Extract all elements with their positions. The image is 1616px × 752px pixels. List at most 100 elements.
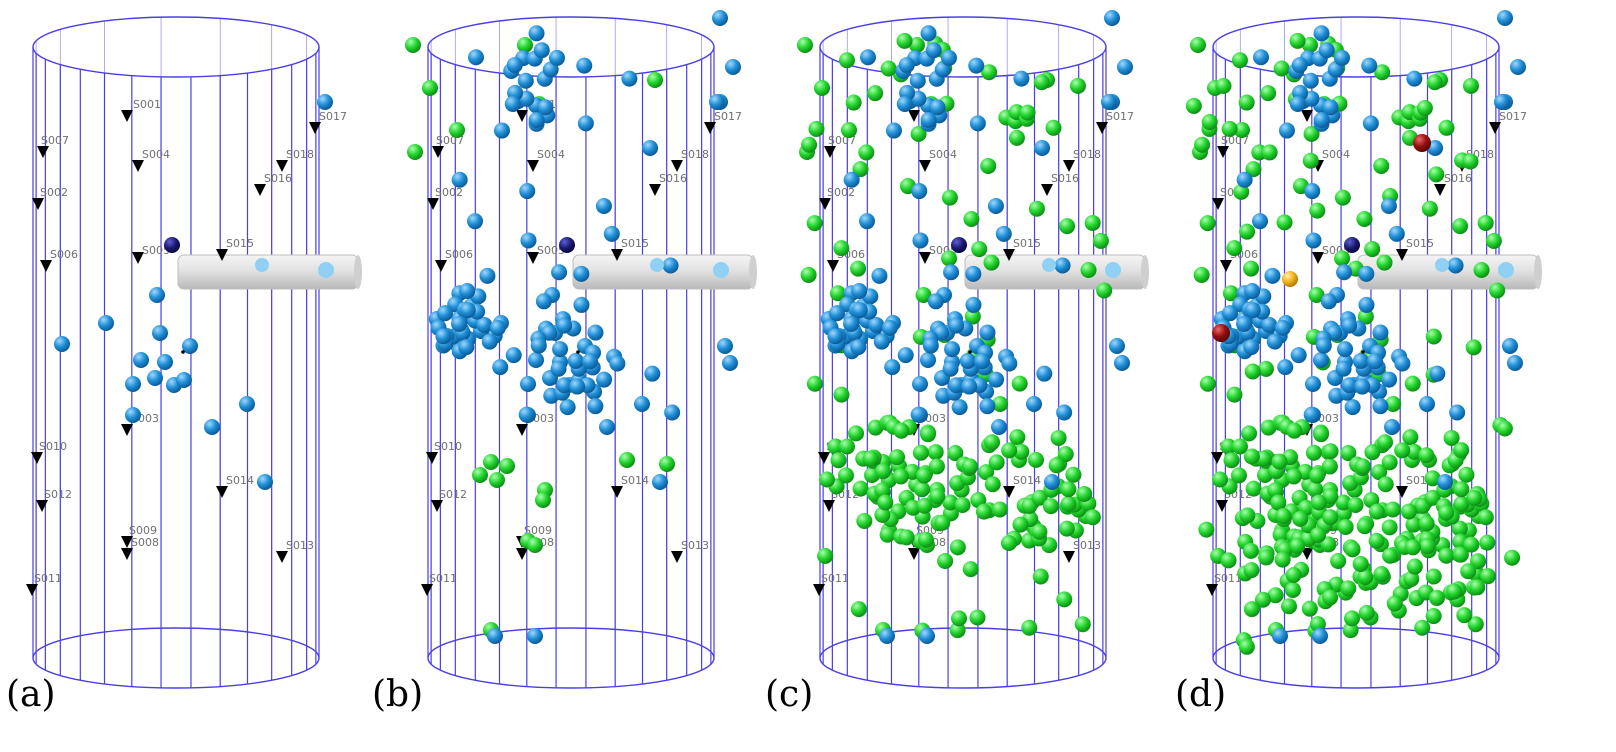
event-blue — [1341, 377, 1358, 394]
event-blue — [1388, 225, 1405, 242]
sensor-marker — [1003, 249, 1015, 261]
sensor-label: S016 — [1444, 172, 1472, 185]
sensor-marker — [827, 260, 839, 272]
sensor-marker — [1063, 160, 1075, 172]
event-blue — [712, 10, 728, 26]
event-green — [1310, 526, 1327, 543]
event-green — [1185, 97, 1202, 114]
event-blue — [1013, 70, 1030, 87]
event-blue — [520, 376, 536, 392]
event-blue — [505, 347, 522, 364]
event-blue — [920, 25, 937, 42]
event-green — [1453, 442, 1470, 459]
event-blue — [709, 94, 725, 110]
panel-d: S001S002S003S004S005S006S007S008S009S010… — [1175, 10, 1542, 715]
sensor-label: S013 — [681, 539, 709, 552]
event-green — [1330, 552, 1347, 569]
event-blue — [577, 115, 594, 132]
event-blue — [54, 336, 70, 352]
event-green — [838, 438, 855, 455]
sensor-marker — [1096, 122, 1108, 134]
event-green — [1302, 152, 1319, 169]
event-green — [841, 122, 857, 138]
event-green — [1313, 426, 1330, 443]
event-green — [422, 80, 438, 96]
event-green — [833, 240, 850, 257]
event-green — [1289, 32, 1306, 49]
event-green — [1438, 119, 1455, 136]
event-blue — [1304, 183, 1321, 200]
sensor-marker — [216, 486, 228, 498]
event-green — [1309, 616, 1326, 633]
event-green — [808, 120, 825, 137]
event-blue — [1036, 365, 1053, 382]
event-green — [984, 476, 1001, 493]
event-green — [1226, 240, 1243, 257]
event-blue — [257, 474, 273, 490]
event-green — [964, 308, 981, 325]
event-green — [1012, 516, 1029, 533]
sensor-marker — [37, 146, 49, 158]
event-green — [535, 492, 551, 508]
event-blue — [467, 213, 484, 230]
event-blue — [885, 122, 902, 139]
sensor-marker — [132, 160, 144, 172]
event-blue — [873, 333, 890, 350]
event-blue — [1361, 57, 1378, 74]
borehole-end — [1141, 255, 1149, 289]
event-blue — [596, 371, 613, 388]
event-green — [951, 610, 968, 627]
sensor-label: S016 — [659, 172, 687, 185]
event-green — [941, 250, 958, 267]
event-green — [1466, 489, 1483, 506]
sensor-marker — [908, 110, 920, 122]
event-green — [1385, 395, 1402, 412]
event-green — [837, 467, 854, 484]
sensor-marker — [276, 551, 288, 563]
event-green — [848, 425, 865, 442]
event-blue — [98, 315, 114, 331]
event-blue — [1044, 474, 1060, 490]
event-green — [1470, 553, 1487, 570]
event-blue — [965, 265, 982, 282]
event-blue — [662, 257, 679, 274]
event-green — [984, 434, 1001, 451]
sensor-marker — [309, 122, 321, 134]
event-yellow — [1282, 271, 1298, 287]
event-green — [880, 60, 897, 77]
event-blue — [1312, 628, 1328, 644]
event-green — [889, 449, 906, 466]
event-green — [1456, 607, 1473, 624]
event-green — [449, 122, 465, 138]
sensor-label: S007 — [41, 134, 69, 147]
event-green — [1276, 214, 1293, 231]
event-green — [1458, 466, 1475, 483]
event-green — [1377, 434, 1394, 451]
event-green — [1469, 579, 1486, 596]
sensor-marker — [1206, 584, 1218, 596]
event-green — [991, 501, 1008, 518]
sensor-marker — [426, 452, 438, 464]
event-green — [892, 468, 909, 485]
event-blue — [1318, 42, 1335, 59]
sensor-marker — [1041, 184, 1053, 196]
event-green — [1402, 429, 1419, 446]
event-green — [1305, 444, 1322, 461]
event-blue — [204, 419, 220, 435]
event-green — [1400, 503, 1417, 520]
event-blue — [634, 396, 650, 412]
event-green — [1032, 568, 1049, 585]
event-blue — [458, 339, 475, 356]
event-green — [814, 80, 830, 96]
event-green — [1425, 568, 1442, 585]
event-blue — [969, 115, 986, 132]
event-blue — [910, 406, 927, 423]
event-green — [1000, 535, 1017, 552]
sensor-marker — [704, 122, 716, 134]
sensor-label: S018 — [1073, 148, 1101, 161]
sensor-marker — [527, 160, 539, 172]
event-green — [983, 254, 1000, 271]
event-green — [1310, 494, 1327, 511]
sensor-marker — [1301, 548, 1313, 560]
event-green — [879, 526, 896, 543]
